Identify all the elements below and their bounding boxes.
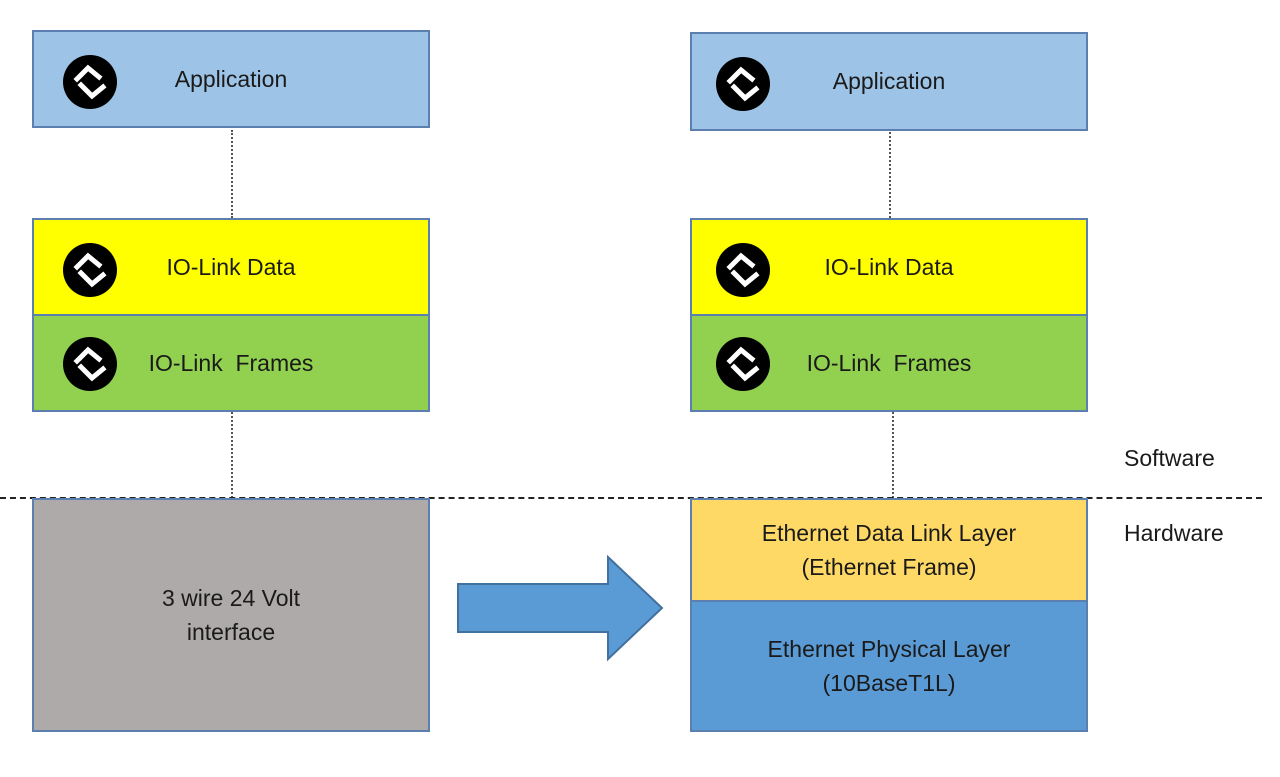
- hardware-label: Hardware: [1124, 520, 1224, 546]
- physical-line-2: (10BaseT1L): [822, 670, 956, 696]
- left-application-layer: Application: [32, 30, 430, 128]
- connector-left-upper: [231, 130, 233, 218]
- left-interface-layer: 3 wire 24 Volt interface: [32, 498, 430, 732]
- connector-left-lower: [231, 412, 233, 498]
- connector-right-lower: [892, 412, 894, 498]
- physical-line-1: Ethernet Physical Layer: [767, 635, 1011, 662]
- transfer-arrows-icon: [716, 243, 770, 297]
- left-iolink-data-layer: IO-Link Data: [32, 218, 430, 316]
- interface-line-2: interface: [186, 619, 276, 645]
- transfer-arrows-icon: [716, 57, 770, 111]
- transfer-arrows-icon: [716, 337, 770, 391]
- right-application-layer: Application: [690, 32, 1088, 131]
- right-iolink-frames-layer: IO-Link Frames: [690, 316, 1088, 412]
- left-iolink-frames-label: IO-Link Frames: [148, 349, 314, 376]
- data-link-line-2: (Ethernet Frame): [801, 554, 977, 580]
- interface-line-1: 3 wire 24 Volt: [161, 584, 301, 611]
- transfer-arrows-icon: [63, 55, 117, 109]
- right-data-link-layer: Ethernet Data Link Layer (Ethernet Frame…: [690, 498, 1088, 600]
- right-application-label: Application: [832, 68, 946, 95]
- right-iolink-frames-label: IO-Link Frames: [806, 349, 972, 376]
- software-hardware-divider: [0, 497, 1262, 499]
- transfer-arrows-icon: [63, 243, 117, 297]
- right-iolink-data-layer: IO-Link Data: [690, 218, 1088, 316]
- software-label: Software: [1124, 445, 1215, 471]
- data-link-line-1: Ethernet Data Link Layer: [761, 519, 1017, 546]
- connector-right-upper: [889, 132, 891, 218]
- transfer-arrows-icon: [63, 337, 117, 391]
- left-iolink-frames-layer: IO-Link Frames: [32, 316, 430, 412]
- migration-arrow: [457, 555, 664, 662]
- left-iolink-data-label: IO-Link Data: [166, 253, 296, 280]
- left-application-label: Application: [174, 65, 288, 92]
- right-iolink-data-label: IO-Link Data: [824, 253, 954, 280]
- right-physical-layer: Ethernet Physical Layer (10BaseT1L): [690, 600, 1088, 732]
